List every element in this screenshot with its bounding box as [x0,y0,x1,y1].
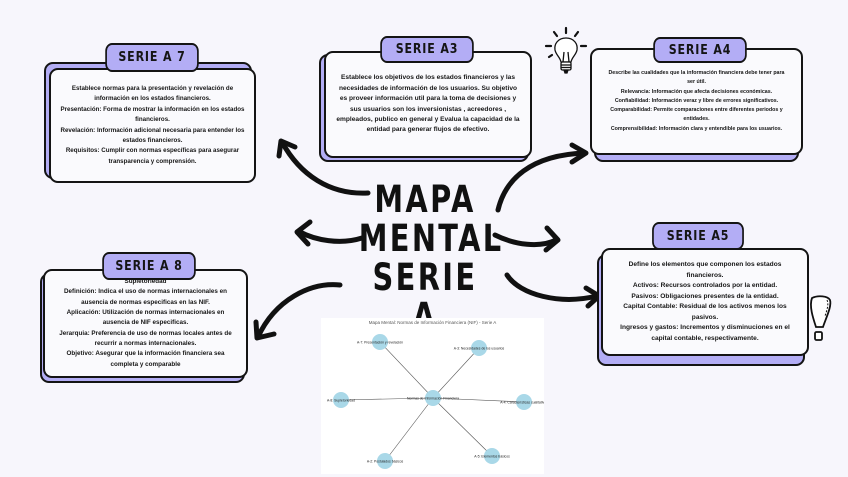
graph-node-label: A-8: Supletoriedad [327,399,355,403]
graph-edge [432,397,493,457]
card-line: Supletoriedad [124,278,167,286]
lightbulb-icon [544,26,588,74]
central-topic-title: MAPA MENTAL SERIE A [358,178,504,336]
graph-edge [432,347,480,399]
card-serie-a8: Supletoriedad Definición: Indica el uso … [40,269,248,383]
card-line: Comprensibilidad: Información clara y en… [610,125,783,132]
graph-canvas: Normas de Información Financiera A-7: Pre… [327,334,544,469]
graph-node-label: A-2: Postulados básicos [367,460,404,464]
embedded-network-graph: Mapa Mental: Normas de Información Finan… [321,318,544,474]
card-serie-a5: Define los elementos que componen los es… [597,248,809,366]
card-line: Aplicación: Utilización de normas intern… [66,309,225,327]
card-title-serie-a4: SERIE A4 [653,37,747,63]
card-title-serie-a7: SERIE A 7 [105,43,199,72]
card-line: Requisitos: Cumplir con normas específic… [65,147,240,165]
card-body: Define los elementos que componen los es… [601,248,809,356]
graph-center-node-label: Normas de Información Financiera [407,397,459,401]
graph-node [333,392,349,408]
title-line-1: MAPA [374,178,476,221]
graph-node-label: A-4: Características cualitativas [500,401,544,405]
card-body: Establece normas para la presentación y … [49,68,256,183]
card-serie-a7: Establece normas para la presentación y … [44,62,257,184]
graph-edge [384,397,434,462]
card-line: Comparabilidad: Permite comparaciones en… [610,107,783,123]
arrow-to-left [297,229,365,244]
card-line: Activos: Recursos controlados por la ent… [632,282,778,289]
arrow-head-serie-a8 [253,319,277,341]
card-serie-a4: Describe las cualidades que la informaci… [590,48,810,163]
graph-node [471,340,487,356]
card-line: Establece los objetivos de los estados f… [336,74,520,134]
arrow-to-serie-a5 [504,272,600,302]
arrow-head-serie-a7 [276,138,298,159]
graph-edge [340,397,434,401]
card-title-serie-a8: SERIE A 8 [102,252,196,280]
arrow-head-right [543,225,561,253]
card-line: Jerarquia: Preferencia de uso de normas … [59,329,232,347]
arrow-head-left [294,219,313,247]
graph-center-node [425,390,441,406]
card-line: Capital Contable: Residual de los activo… [623,303,787,321]
card-line: Describe las cualidades que la informaci… [608,70,785,86]
card-line: Objetivo: Asegurar que la información fi… [66,350,225,368]
card-line: Ingresos y gastos: Incrementos y disminu… [620,324,790,342]
exclamation-icon [810,295,832,341]
card-body: Establece los objetivos de los estados f… [324,51,532,158]
card-line: Revelación: Información adicional necesa… [60,126,245,144]
graph-node-label: A-3: Necesidades de los usuarios [454,347,505,351]
card-line: Pasivos: Obligaciones presentes de la en… [631,292,779,300]
card-body: Supletoriedad Definición: Indica el uso … [43,269,248,378]
graph-node [516,394,532,410]
card-line: Relevancia: Información que afecta decis… [620,88,773,95]
card-line: Confiabilidad: Información veraz y libre… [614,97,779,104]
card-line: Definición: Indica el uso de normas inte… [63,288,228,306]
arrow-to-right [492,232,559,247]
card-line: Presentación: Forma de mostrar la inform… [60,105,245,124]
graph-edge [432,397,525,403]
graph-edge [379,341,434,399]
card-title-serie-a3: SERIE A3 [380,36,474,63]
arrow-head-serie-a4 [569,142,589,165]
graph-node [484,448,500,464]
card-serie-a3: Establece los objetivos de los estados f… [319,51,533,163]
graph-title: Mapa Mental: Normas de Información Finan… [368,320,497,325]
graph-node [372,334,388,350]
title-line-2: MENTAL [358,217,504,260]
graph-node-label: A-5: Elementos básicos [474,455,510,459]
card-body: Describe las cualidades que la informaci… [590,48,803,155]
card-line: Establece normas para la presentación y … [71,84,234,103]
graph-node-label: A-7: Presentación y revelación [357,341,403,345]
card-title-serie-a5: SERIE A5 [652,222,744,250]
card-line: Define los elementos que componen los es… [628,261,782,279]
graph-node [377,453,393,469]
